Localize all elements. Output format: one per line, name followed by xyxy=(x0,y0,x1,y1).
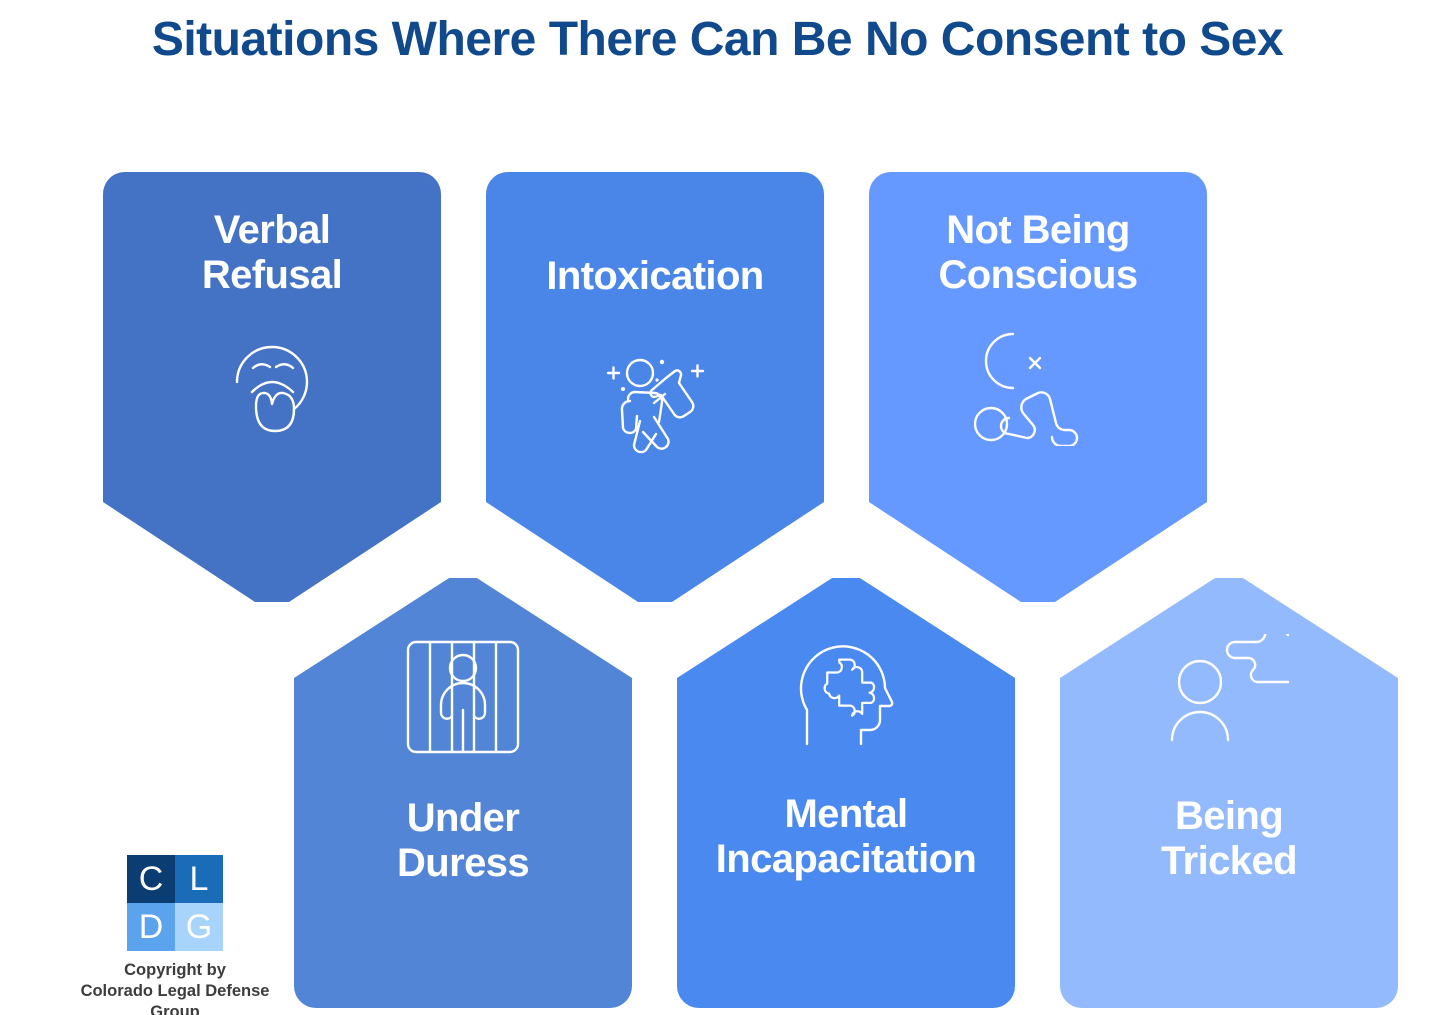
card-not-being-conscious[interactable]: Not Being Conscious xyxy=(869,172,1207,602)
logo-block: C L D G Copyright by Colorado Legal Defe… xyxy=(55,855,295,1015)
drunk-person-bottle-icon xyxy=(596,351,714,469)
card-content: Under Duress xyxy=(294,578,632,1008)
person-deception-icon xyxy=(1166,634,1292,752)
card-shape-pennant-up xyxy=(294,578,632,1008)
cldg-logo: C L D G xyxy=(127,855,223,951)
card-shape-pennant-up xyxy=(677,578,1015,1008)
card-content: Intoxication xyxy=(486,172,824,602)
card-shape-pennant-down xyxy=(103,172,441,602)
card-being-tricked[interactable]: Being Tricked xyxy=(1060,578,1398,1008)
card-shape-pennant-down xyxy=(869,172,1207,602)
card-content: Verbal Refusal xyxy=(103,172,441,602)
card-label-being-tricked: Being Tricked xyxy=(1161,794,1297,883)
logo-cell-l: L xyxy=(175,855,223,903)
logo-cell-g: G xyxy=(175,903,223,951)
copyright-text: Copyright by Colorado Legal Defense Grou… xyxy=(80,961,270,1015)
card-content: Mental Incapacitation xyxy=(677,578,1015,1008)
logo-cell-c: C xyxy=(127,855,175,903)
card-under-duress[interactable]: Under Duress xyxy=(294,578,632,1008)
card-label-under-duress: Under Duress xyxy=(396,796,530,885)
card-mental-incapacitation[interactable]: Mental Incapacitation xyxy=(677,578,1015,1008)
card-label-verbal-refusal: Verbal Refusal xyxy=(201,208,343,297)
logo-cell-d: D xyxy=(127,903,175,951)
card-label-not-being-conscious: Not Being Conscious xyxy=(938,208,1138,297)
moon-sleeping-person-icon xyxy=(968,328,1108,446)
card-content: Not Being Conscious xyxy=(869,172,1207,602)
card-verbal-refusal[interactable]: Verbal Refusal xyxy=(103,172,441,602)
card-content: Being Tricked xyxy=(1060,578,1398,1008)
card-intoxication[interactable]: Intoxication xyxy=(486,172,824,602)
card-label-mental-incapacitation: Mental Incapacitation xyxy=(715,792,977,881)
person-behind-bars-icon xyxy=(402,636,524,758)
hand-over-mouth-icon xyxy=(216,324,328,436)
card-label-intoxication: Intoxication xyxy=(546,254,764,298)
page-title: Situations Where There Can Be No Consent… xyxy=(151,13,1284,66)
card-shape-pennant-up xyxy=(1060,578,1398,1008)
head-puzzle-piece-icon xyxy=(787,632,905,750)
